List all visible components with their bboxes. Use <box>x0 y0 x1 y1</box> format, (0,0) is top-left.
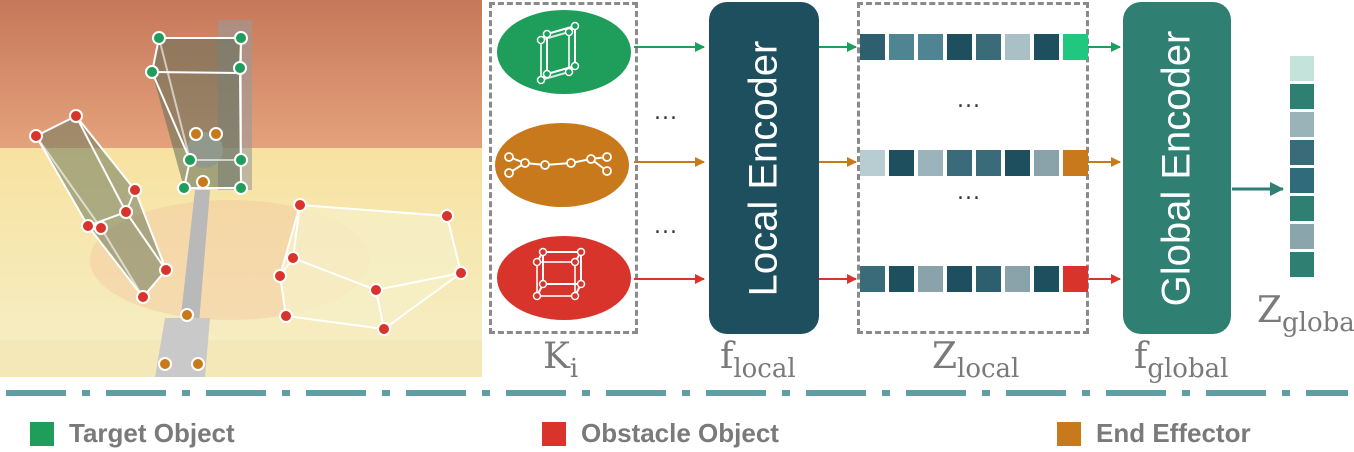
label-z-local: Zlocal <box>932 336 1019 384</box>
global-feature-cell <box>1290 84 1314 109</box>
feature-cell <box>976 150 1001 176</box>
feature-cell <box>1005 150 1030 176</box>
feature-cell <box>889 266 914 292</box>
legend-obstacle-object: Obstacle Object <box>542 418 779 449</box>
end-effector-keypoints <box>158 127 223 371</box>
feature-cell <box>1063 150 1088 176</box>
target-object <box>145 31 248 195</box>
local-vector-obstacle <box>860 266 1088 292</box>
ellipsis-local-top: ... <box>957 88 981 113</box>
dash-dot-divider <box>6 390 1348 396</box>
feature-cell <box>1034 266 1059 292</box>
feature-cell <box>947 34 972 60</box>
scene-graphic <box>0 0 482 377</box>
local-encoder-label: Local Encoder <box>741 40 786 296</box>
feature-cell <box>860 266 885 292</box>
feature-cell <box>1063 34 1088 60</box>
cube-wireframe-icon <box>536 21 580 85</box>
feature-cell <box>918 266 943 292</box>
legend-label-end-effector: End Effector <box>1096 418 1251 448</box>
label-f-local-main: f <box>720 336 734 377</box>
global-feature-cell <box>1290 196 1314 221</box>
global-feature-cell <box>1290 224 1314 249</box>
label-z-local-main: Z <box>932 336 958 377</box>
gripper-keypoints-icon <box>504 152 612 178</box>
obstacle-object-left <box>29 109 173 304</box>
label-f-global-main: f <box>1134 336 1148 377</box>
cube-wireframe-icon <box>532 247 586 301</box>
global-feature-cell <box>1290 112 1314 137</box>
ellipsis-local-bottom: ... <box>957 180 981 205</box>
label-k-main: K <box>543 336 570 377</box>
obstacle-keypoints-node <box>497 236 631 320</box>
label-f-local-sub: local <box>733 354 796 385</box>
local-encoder-block: Local Encoder <box>709 2 819 334</box>
label-z-global-sub: global <box>1282 308 1354 339</box>
label-f-local: flocal <box>720 336 796 384</box>
legend-end-effector: End Effector <box>1057 418 1251 449</box>
keypoints-group-box <box>489 2 638 334</box>
obstacle-object-right <box>273 198 468 336</box>
feature-cell <box>1005 34 1030 60</box>
feature-cell <box>860 150 885 176</box>
feature-cell <box>1034 34 1059 60</box>
feature-cell <box>947 266 972 292</box>
legend-label-obstacle: Obstacle Object <box>581 418 779 448</box>
ellipsis-keypoints-top: ... <box>654 100 678 125</box>
label-z-global-main: Z <box>1257 290 1283 331</box>
feature-cell <box>860 34 885 60</box>
global-feature-cell <box>1290 140 1314 165</box>
local-vector-end-effector <box>860 150 1088 176</box>
label-z-local-sub: local <box>957 354 1020 385</box>
legend-swatch-target <box>30 421 54 446</box>
global-feature-cell <box>1290 168 1314 193</box>
feature-cell <box>889 34 914 60</box>
legend-target-object: Target Object <box>30 418 235 449</box>
feature-cell <box>1005 266 1030 292</box>
label-k-sub: i <box>569 354 579 385</box>
feature-cell <box>1063 266 1088 292</box>
ellipsis-keypoints-bottom: ... <box>654 214 678 239</box>
label-k-i: Ki <box>543 336 578 384</box>
feature-cell <box>947 150 972 176</box>
robot-scene-image <box>0 0 482 377</box>
end-effector-keypoints-node <box>495 123 629 207</box>
label-z-global: Zglobal <box>1257 290 1354 338</box>
global-vector <box>1290 56 1314 277</box>
feature-cell <box>918 34 943 60</box>
feature-cell <box>976 266 1001 292</box>
feature-cell <box>1034 150 1059 176</box>
local-vector-target <box>860 34 1088 60</box>
global-feature-cell <box>1290 252 1314 277</box>
feature-cell <box>918 150 943 176</box>
global-encoder-label: Global Encoder <box>1154 30 1199 306</box>
label-f-global-sub: global <box>1147 354 1229 385</box>
legend-swatch-obstacle <box>542 421 566 446</box>
target-keypoints-node <box>497 10 631 94</box>
legend-label-target: Target Object <box>69 418 235 448</box>
global-encoder-block: Global Encoder <box>1123 2 1231 334</box>
feature-cell <box>976 34 1001 60</box>
label-f-global: fglobal <box>1134 336 1228 384</box>
global-feature-cell <box>1290 56 1314 81</box>
feature-cell <box>889 150 914 176</box>
legend-swatch-end-effector <box>1057 421 1081 446</box>
